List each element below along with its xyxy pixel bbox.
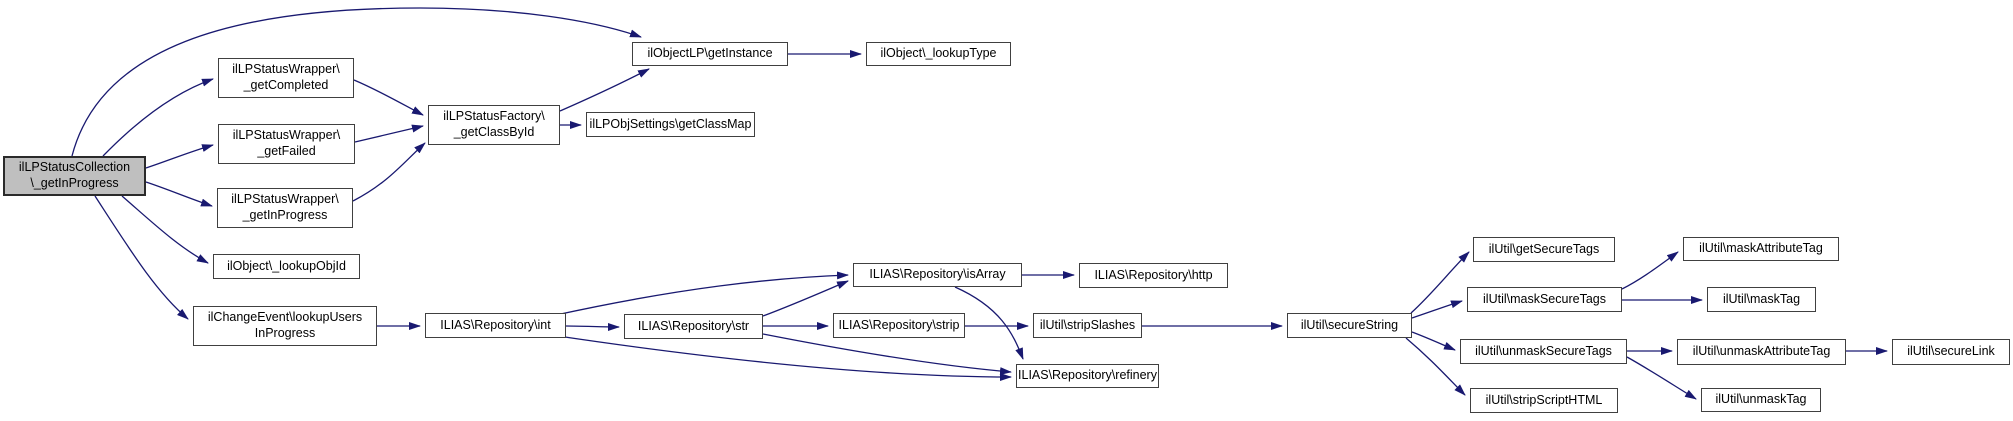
- edge-secureString-to-stripScriptHTML: [1405, 337, 1466, 396]
- graph-node-maskSecureTags[interactable]: ilUtil\maskSecureTags: [1467, 287, 1622, 312]
- edge-src-to-w_failed: [145, 144, 214, 169]
- graph-node-int[interactable]: ILIAS\Repository\int: [425, 313, 566, 338]
- edge-factory-to-getInstance: [559, 68, 650, 112]
- edge-isArray-to-refinery: [954, 286, 1024, 360]
- edge-src-to-w_completed: [102, 78, 214, 157]
- graph-node-refinery[interactable]: ILIAS\Repository\refinery: [1016, 364, 1159, 388]
- edge-str-to-refinery: [762, 333, 1012, 376]
- graph-node-maskAttributeTag[interactable]: ilUtil\maskAttributeTag: [1683, 237, 1839, 261]
- graph-node-stripSlashes[interactable]: ilUtil\stripSlashes: [1033, 313, 1142, 338]
- edge-w_completed-to-factory: [353, 79, 424, 116]
- graph-node-isArray[interactable]: ILIAS\Repository\isArray: [853, 263, 1022, 287]
- edge-str-to-isArray: [762, 280, 849, 317]
- graph-node-getInstance[interactable]: ilObjectLP\getInstance: [632, 42, 788, 66]
- graph-node-getClassMap[interactable]: ilLPObjSettings\getClassMap: [586, 112, 755, 137]
- edge-int-to-str: [565, 322, 620, 331]
- graph-node-lookupObjId[interactable]: ilObject\_lookupObjId: [213, 254, 360, 279]
- graph-node-maskTag[interactable]: ilUtil\maskTag: [1707, 287, 1816, 312]
- graph-node-lookupType[interactable]: ilObject\_lookupType: [866, 42, 1011, 66]
- graph-node-http[interactable]: ILIAS\Repository\http: [1079, 263, 1228, 288]
- edge-maskSecureTags-to-maskAttributeTag: [1621, 251, 1679, 290]
- edge-src-to-lookupObjId: [121, 195, 209, 264]
- graph-node-w_completed[interactable]: ilLPStatusWrapper\ _getCompleted: [218, 58, 354, 98]
- graph-node-str[interactable]: ILIAS\Repository\str: [624, 314, 763, 339]
- edge-w_failed-to-factory: [354, 124, 424, 143]
- graph-node-unmaskTag[interactable]: ilUtil\unmaskTag: [1701, 388, 1821, 412]
- edge-src-to-changeEvent: [94, 195, 189, 320]
- edge-src-to-getInstance: [71, 7, 642, 157]
- graph-node-factory[interactable]: ilLPStatusFactory\ _getClassById: [428, 105, 560, 145]
- graph-node-changeEvent[interactable]: ilChangeEvent\lookupUsers InProgress: [193, 306, 377, 346]
- edge-secureString-to-getSecureTags: [1410, 251, 1470, 314]
- graph-node-strip[interactable]: ILIAS\Repository\strip: [833, 313, 965, 338]
- graph-node-getSecureTags[interactable]: ilUtil\getSecureTags: [1473, 237, 1615, 262]
- graph-node-unmaskAttributeTag[interactable]: ilUtil\unmaskAttributeTag: [1677, 339, 1846, 365]
- graph-node-src: ilLPStatusCollection \_getInProgress: [3, 156, 146, 196]
- edge-src-to-w_inprogress: [145, 181, 213, 207]
- graph-node-w_inprogress[interactable]: ilLPStatusWrapper\ _getInProgress: [217, 188, 353, 228]
- edge-int-to-isArray: [555, 271, 849, 316]
- edge-secureString-to-unmaskSecureTags: [1411, 331, 1456, 351]
- edge-w_inprogress-to-factory: [352, 142, 426, 202]
- graph-node-unmaskSecureTags[interactable]: ilUtil\unmaskSecureTags: [1460, 339, 1627, 364]
- edge-int-to-refinery: [557, 335, 1012, 381]
- edge-secureString-to-maskSecureTags: [1411, 300, 1463, 319]
- graph-node-stripScriptHTML[interactable]: ilUtil\stripScriptHTML: [1470, 388, 1618, 413]
- graph-node-secureString[interactable]: ilUtil\secureString: [1287, 313, 1412, 338]
- graph-node-secureLink[interactable]: ilUtil\secureLink: [1892, 339, 2010, 365]
- graph-node-w_failed[interactable]: ilLPStatusWrapper\ _getFailed: [218, 124, 355, 164]
- edge-unmaskSecureTags-to-unmaskTag: [1626, 356, 1697, 400]
